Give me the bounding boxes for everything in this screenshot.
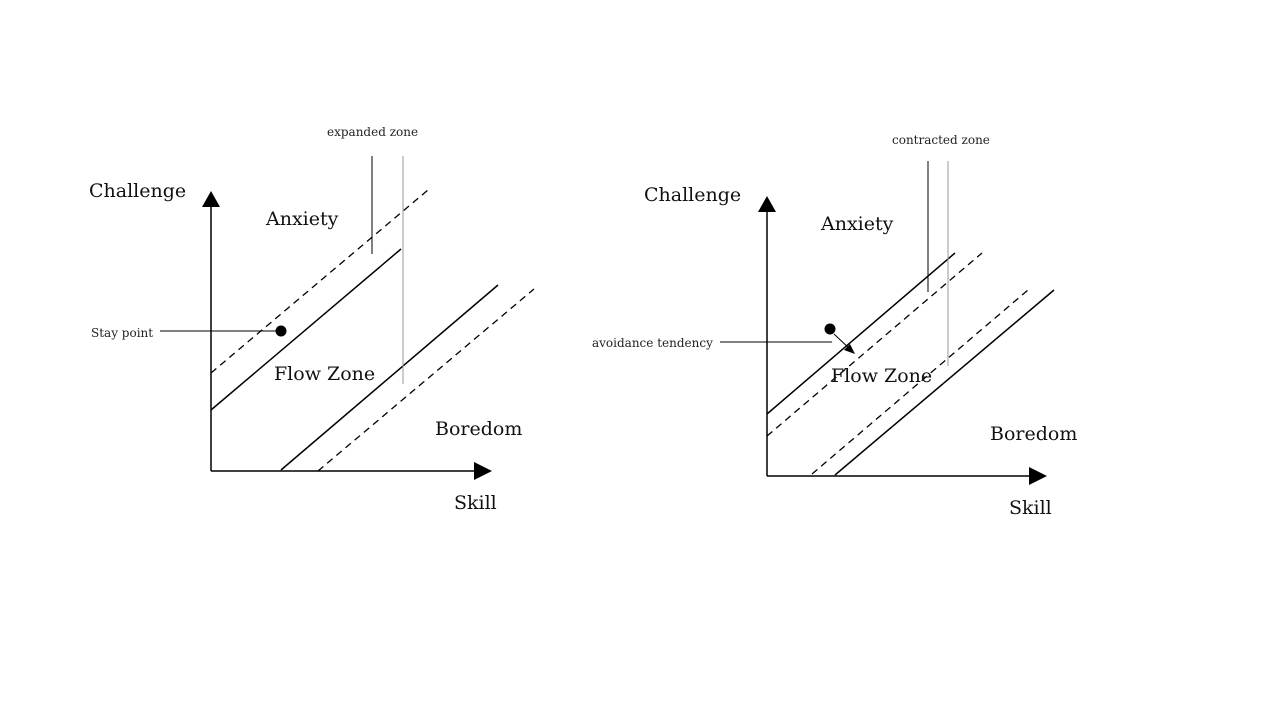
right-point-marker xyxy=(824,323,836,335)
left-y-axis-arrow-icon xyxy=(202,191,220,207)
left-x-axis-arrow-icon xyxy=(474,462,492,480)
left-stay-point-marker xyxy=(275,325,287,337)
right-region-flow-zone: Flow Zone xyxy=(831,365,932,387)
right-flow-upper-boundary xyxy=(766,252,956,415)
left-region-flow-zone: Flow Zone xyxy=(274,363,375,385)
right-contracted-upper-boundary xyxy=(766,252,983,437)
right-x-axis-label: Skill xyxy=(1009,497,1052,519)
left-zone-callout-label: expanded zone xyxy=(327,125,418,139)
right-y-axis-label: Challenge xyxy=(644,184,741,206)
left-region-boredom: Boredom xyxy=(435,418,522,440)
right-x-axis-arrow-icon xyxy=(1029,467,1047,485)
right-zone-callout-label: contracted zone xyxy=(892,133,990,147)
left-region-anxiety: Anxiety xyxy=(265,208,339,230)
left-y-axis-label: Challenge xyxy=(89,180,186,202)
right-flow-lower-boundary xyxy=(834,289,1055,476)
left-x-axis-label: Skill xyxy=(454,492,497,514)
left-point-callout-label: Stay point xyxy=(91,326,153,340)
right-point-callout-label: avoidance tendency xyxy=(592,336,713,350)
right-avoidance-arrow-icon xyxy=(844,344,855,354)
right-region-anxiety: Anxiety xyxy=(820,213,894,235)
right-diagram: Challenge Skill Anxiety Flow Zone Boredo… xyxy=(592,133,1077,519)
left-flow-upper-boundary xyxy=(210,248,402,411)
left-flow-lower-boundary xyxy=(280,284,499,471)
left-diagram: Challenge Skill Anxiety Flow Zone Boredo… xyxy=(89,125,535,514)
right-region-boredom: Boredom xyxy=(990,423,1077,445)
right-y-axis-arrow-icon xyxy=(758,196,776,212)
